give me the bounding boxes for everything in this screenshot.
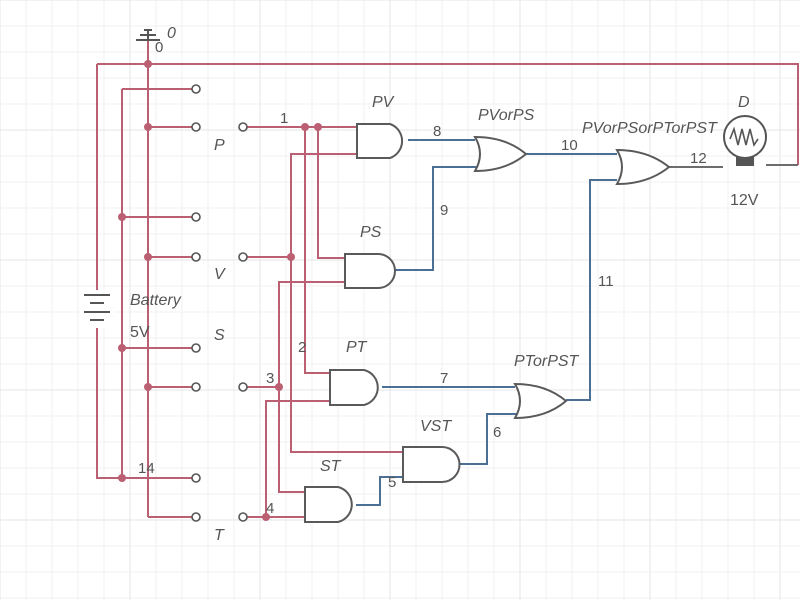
node-label: 2 — [298, 339, 306, 356]
junction — [118, 474, 126, 482]
node-label: 8 — [433, 123, 441, 140]
junction — [118, 344, 126, 352]
gate-st-label: ST — [320, 458, 342, 475]
wires — [96, 40, 799, 518]
wire-9[interactable] — [395, 166, 478, 271]
junction — [262, 513, 270, 521]
node-label: 11 — [598, 273, 614, 290]
and-gate-pt[interactable] — [329, 369, 379, 406]
junction — [301, 123, 309, 131]
wire-t-to-pt[interactable] — [265, 400, 330, 517]
node-label: 12 — [690, 150, 707, 167]
switch-t[interactable] — [191, 512, 248, 522]
node-label: 14 — [138, 460, 155, 477]
gate-pv-label: PV — [372, 94, 395, 111]
ground-label: 0 — [167, 25, 176, 42]
switch-v[interactable] — [191, 252, 248, 262]
gate-ptorpst-label: PTorPST — [514, 353, 580, 370]
wire-p-to-pt[interactable] — [304, 127, 330, 374]
lamp-voltage: 12V — [730, 192, 759, 209]
wire-5[interactable] — [356, 476, 403, 506]
node-label: 10 — [561, 137, 578, 154]
junction — [118, 213, 126, 221]
junction — [144, 253, 152, 261]
junctions — [118, 60, 322, 521]
terminal[interactable] — [191, 473, 201, 483]
switch-p-label: P — [214, 137, 225, 154]
or-gate-pvorps[interactable] — [473, 135, 528, 173]
and-gate-pv[interactable] — [356, 123, 404, 159]
node-label: 6 — [493, 424, 501, 441]
switch-terminals — [191, 84, 201, 483]
wire-p-to-ps[interactable] — [317, 127, 345, 259]
or-gate-final[interactable] — [615, 148, 671, 186]
ground-node-label: 0 — [155, 39, 163, 56]
battery-label: Battery — [130, 292, 182, 309]
node-label: 1 — [280, 110, 288, 127]
gate-pt-label: PT — [346, 339, 368, 356]
switch-v-label: V — [214, 266, 226, 283]
and-gate-vst[interactable] — [402, 446, 461, 483]
gate-ps-label: PS — [360, 224, 382, 241]
node-label: 3 — [266, 370, 274, 387]
wire-top-loop[interactable] — [97, 63, 799, 165]
terminal[interactable] — [191, 212, 201, 222]
wire-s-to-st[interactable] — [278, 387, 305, 493]
lamp-label: D — [738, 94, 750, 111]
junction — [314, 123, 322, 131]
switch-p[interactable] — [191, 122, 248, 132]
node-labels: 1 2 3 4 5 6 7 8 9 10 11 12 14 — [138, 110, 707, 517]
terminal[interactable] — [191, 84, 201, 94]
junction — [144, 123, 152, 131]
node-label: 7 — [440, 370, 448, 387]
wire-11[interactable] — [566, 179, 617, 401]
wire-6[interactable] — [460, 413, 518, 465]
node-label: 9 — [440, 202, 448, 219]
junction — [287, 253, 295, 261]
switch-s[interactable] — [191, 382, 248, 392]
and-gate-st[interactable] — [304, 486, 353, 523]
node-label: 5 — [388, 474, 396, 491]
junction — [144, 383, 152, 391]
ground-icon[interactable] — [136, 29, 160, 41]
switch-t-label: T — [214, 527, 225, 544]
gate-pvorps-label: PVorPS — [478, 107, 535, 124]
battery-icon[interactable] — [80, 290, 114, 328]
gate-final-label: PVorPSorPTorPST — [582, 120, 718, 137]
lamp-icon[interactable] — [723, 115, 767, 166]
and-gate-ps[interactable] — [344, 253, 396, 289]
wire-v-to-pv[interactable] — [290, 153, 357, 257]
or-gate-ptorpst[interactable] — [513, 382, 568, 420]
junction — [144, 60, 152, 68]
wire-v-to-vst[interactable] — [290, 257, 403, 453]
wire-s-to-ps[interactable] — [278, 281, 345, 387]
junction — [275, 383, 283, 391]
battery-voltage: 5V — [130, 324, 150, 341]
node-label: 4 — [266, 500, 274, 517]
switch-s-label: S — [214, 327, 225, 344]
terminal[interactable] — [191, 343, 201, 353]
gate-vst-label: VST — [420, 418, 452, 435]
